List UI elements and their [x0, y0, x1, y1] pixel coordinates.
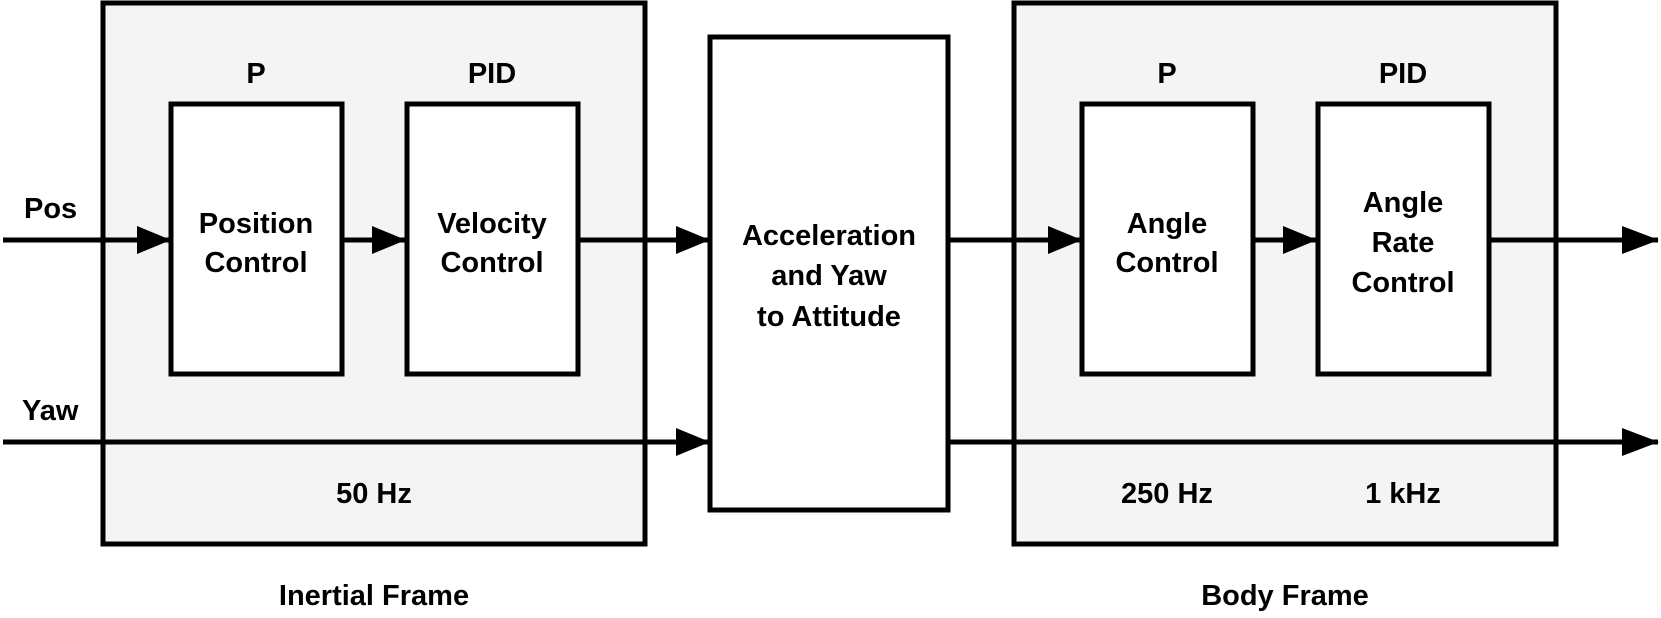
converter-label-line1: Acceleration: [742, 220, 916, 252]
position-control-label-line2: Control: [204, 247, 307, 279]
converter-label-line2: and Yaw: [771, 260, 887, 292]
arrowhead-icon: [1048, 226, 1082, 254]
velocity-control-label-line2: Control: [440, 247, 543, 279]
arrowhead-icon: [676, 428, 710, 456]
inertial-frame-rate: 50 Hz: [336, 478, 412, 510]
inertial-frame-caption: Inertial Frame: [279, 580, 469, 612]
body-frame-caption: Body Frame: [1201, 580, 1369, 612]
angle-control-label-line1: Angle: [1127, 208, 1208, 240]
converter-label-line3: to Attitude: [757, 301, 901, 333]
angle-control-block: [1079, 101, 1256, 377]
angle-controller-type: P: [1157, 58, 1176, 90]
angle-control-label-line2: Control: [1115, 247, 1218, 279]
velocity-controller-type: PID: [468, 58, 516, 90]
accel-yaw-to-attitude-block: [707, 34, 951, 513]
velocity-control-block: [404, 101, 581, 377]
velocity-control-label-line1: Velocity: [437, 208, 547, 240]
angle-rate-control-label-line1: Angle: [1363, 187, 1444, 219]
arrowhead-icon: [1283, 226, 1317, 254]
position-control-block: [168, 101, 345, 377]
angle-rate-controller-type: PID: [1379, 58, 1427, 90]
angle-rate-control-label-line3: Control: [1351, 267, 1454, 299]
angle-control-rate: 250 Hz: [1121, 478, 1213, 510]
position-control-label-line1: Position: [199, 208, 313, 240]
position-controller-type: P: [246, 58, 265, 90]
angle-rate-control-block: [1315, 101, 1492, 377]
arrowhead-icon: [137, 226, 171, 254]
arrowhead-icon: [1622, 226, 1659, 254]
yaw-input-label: Yaw: [22, 395, 79, 427]
angle-rate-control-label-line2: Rate: [1372, 227, 1435, 259]
arrowhead-icon: [1622, 428, 1659, 456]
angle-rate-control-rate: 1 kHz: [1365, 478, 1441, 510]
pos-input-label: Pos: [24, 193, 77, 225]
arrowhead-icon: [372, 226, 406, 254]
arrowhead-icon: [676, 226, 710, 254]
